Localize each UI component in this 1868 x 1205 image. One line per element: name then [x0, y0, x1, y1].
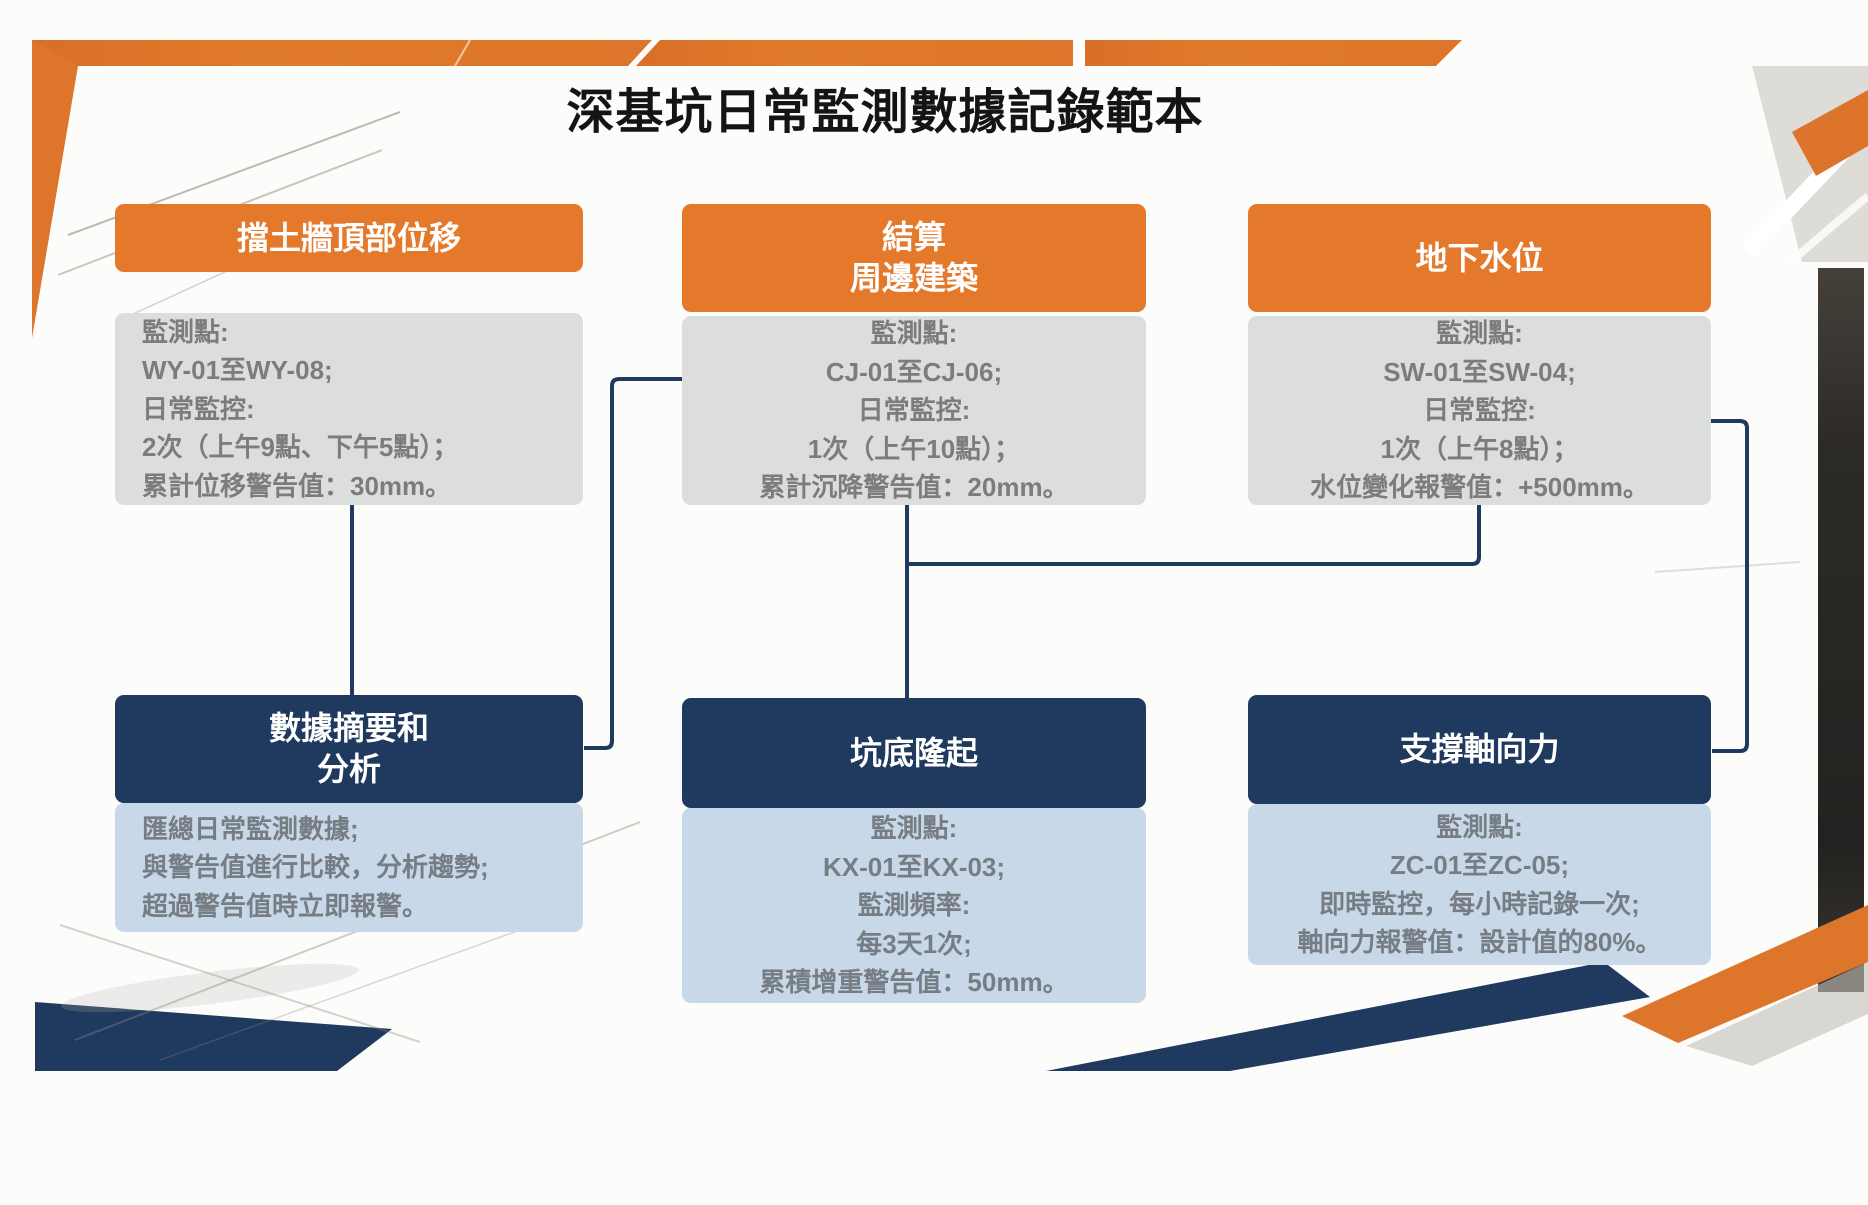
header-wall-top-displacement: 擋土牆頂部位移: [115, 204, 583, 272]
header-groundwater-level: 地下水位: [1248, 204, 1711, 312]
top-right-orange-wedge: [1792, 90, 1868, 176]
detail-line: 軸向力報警值：設計值的80%。: [1297, 927, 1662, 957]
header-strut-axial-force: 支撐軸向力: [1248, 695, 1711, 804]
detail-line: 累計沉降警告值：20mm。: [759, 472, 1069, 503]
detail-line: 水位變化報警值：+500mm。: [1310, 472, 1649, 503]
connector-col3-to-col2-elbow: [907, 505, 1481, 566]
detail-line: 日常監控:: [142, 393, 255, 424]
header-line: 分析: [316, 751, 381, 787]
details-settlement: 監測點: CJ-01至CJ-06; 日常監控: 1次（上午10點）； 累計沉降警…: [682, 316, 1146, 505]
detail-line: SW-01至SW-04;: [1383, 356, 1576, 387]
bottom-left-navy-band: [35, 1002, 392, 1071]
detail-line: 累計位移警告值：30mm。: [142, 470, 452, 501]
details-groundwater-level: 監測點: SW-01至SW-04; 日常監控: 1次（上午8點）； 水位變化報警…: [1248, 316, 1711, 505]
right-dark-strip: [1818, 268, 1864, 992]
bottom-right-navy-band: [1046, 962, 1650, 1071]
top-band-middle: [636, 40, 1073, 66]
detail-line: KX-01至KX-03;: [822, 851, 1006, 882]
detail-line: ZC-01至ZC-05;: [1389, 850, 1570, 880]
header-line: 支撐軸向力: [1399, 731, 1560, 767]
header-pit-bottom-heave: 坑底隆起: [682, 698, 1146, 808]
bottom-right-orange-band: [1622, 905, 1868, 1043]
bottom-left-smudge: [61, 963, 359, 1013]
header-line: 地下水位: [1415, 239, 1544, 276]
detail-line: 日常監控:: [857, 395, 971, 426]
detail-line: CJ-01至CJ-06;: [825, 356, 1003, 387]
top-band-left: [32, 40, 652, 66]
bottom-right-gray-band: [1686, 962, 1868, 1066]
top-band-right: [1085, 40, 1462, 66]
detail-line: 即時監控，每小時記錄一次;: [1319, 888, 1640, 919]
detail-line: 監測點:: [1436, 811, 1523, 842]
left-edge-wedge: [32, 40, 78, 338]
detail-line: 每3天1次;: [856, 928, 972, 959]
header-line: 坑底隆起: [849, 734, 978, 771]
detail-line: 監測點:: [870, 813, 958, 844]
detail-line: 匯總日常監測數據;: [142, 813, 359, 844]
header-settlement-surrounding-buildings: 結算 周邊建築: [682, 204, 1146, 312]
detail-line: 1次（上午10點）；: [807, 433, 1021, 464]
header-line: 結算: [881, 219, 946, 255]
header-data-summary-analysis: 數據摘要和 分析: [115, 695, 583, 803]
detail-line: 監測點:: [870, 318, 958, 349]
detail-line: 累積增重警告值：50mm。: [759, 967, 1069, 998]
detail-line: WY-01至WY-08;: [142, 355, 333, 386]
header-line: 數據摘要和: [268, 710, 429, 746]
detail-line: 監測點:: [1436, 318, 1523, 349]
detail-line: 監測點:: [142, 316, 229, 347]
details-wall-top-displacement: 監測點: WY-01至WY-08; 日常監控: 2次（上午9點、下午5點）； 累…: [115, 313, 583, 505]
details-data-summary-analysis: 匯總日常監測數據; 與警告值進行比較，分析趨勢; 超過警告值時立即報警。: [115, 803, 583, 932]
detail-line: 1次（上午8點）；: [1380, 433, 1579, 464]
detail-line: 監測頻率:: [857, 890, 971, 921]
top-band-crack: [454, 39, 471, 67]
detail-line: 超過警告值時立即報警。: [142, 890, 429, 921]
detail-line: 與警告值進行比較，分析趨勢;: [142, 852, 489, 883]
details-strut-axial-force: 監測點: ZC-01至ZC-05; 即時監控，每小時記錄一次; 軸向力報警值：設…: [1248, 804, 1711, 965]
detail-line: 2次（上午9點、下午5點）；: [142, 432, 459, 463]
details-pit-bottom-heave: 監測點: KX-01至KX-03; 監測頻率: 每3天1次; 累積增重警告值：5…: [682, 808, 1146, 1003]
connector-col3-right-elbow: [1711, 419, 1749, 753]
header-line: 周邊建築: [849, 260, 978, 296]
top-right-streak-2: [1787, 192, 1868, 266]
page-title: 深基坑日常監測數據記錄範本: [566, 86, 1204, 139]
detail-line: 日常監控:: [1423, 395, 1536, 426]
header-line: 擋土牆頂部位移: [236, 219, 461, 256]
connector-col2-to-summary-elbow: [584, 377, 682, 750]
